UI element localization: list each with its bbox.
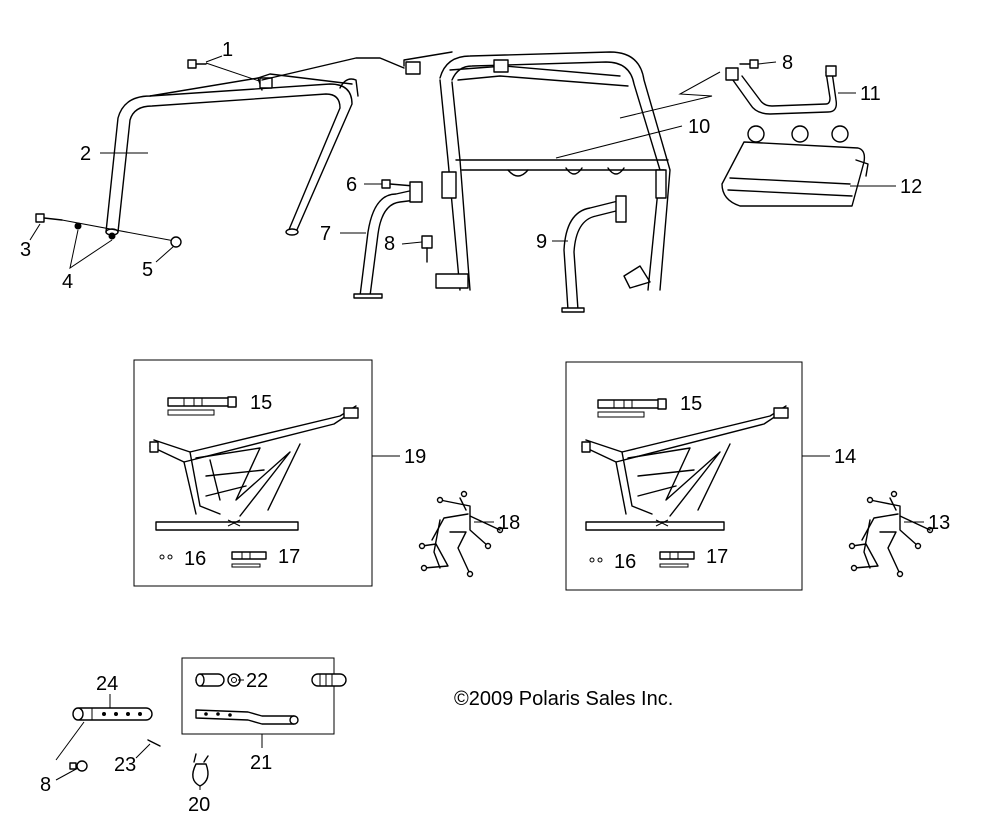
door-kit-box-19 <box>133 359 373 587</box>
door-assembly-18 <box>418 490 504 578</box>
clip-16-left <box>159 554 173 560</box>
callout-24: 24 <box>96 673 118 695</box>
side-bar-7 <box>353 181 423 299</box>
storage-box-12 <box>721 125 869 207</box>
callout-8-top: 8 <box>782 52 793 74</box>
callout-5: 5 <box>142 259 153 281</box>
callout-13: 13 <box>928 512 950 534</box>
leader-8-middle <box>401 241 423 245</box>
clip-16-right <box>589 557 603 563</box>
callout-9: 9 <box>536 231 547 253</box>
hinge-kit-box-21 <box>181 657 347 735</box>
callout-17-left: 17 <box>278 546 300 568</box>
bolt-3 <box>35 213 63 223</box>
nut-8-bottom <box>69 760 88 772</box>
washer-4a <box>74 222 82 230</box>
callout-23: 23 <box>114 754 136 776</box>
callout-8-bottom: 8 <box>40 774 51 796</box>
rear-roll-bar-2 <box>105 57 405 236</box>
callout-18: 18 <box>498 512 520 534</box>
leader-1 <box>205 62 269 85</box>
bracket-24 <box>72 707 153 721</box>
callout-19: 19 <box>404 446 426 468</box>
callout-11: 11 <box>860 83 881 105</box>
leader-10 <box>555 125 683 159</box>
door-frame-19 <box>149 405 359 531</box>
leader-8-bottom <box>55 767 79 781</box>
leader-8-top <box>757 61 777 65</box>
door-assembly-13 <box>848 490 934 578</box>
hinge-bar-21 <box>195 709 299 725</box>
washer-4b <box>108 232 116 240</box>
callout-17-right: 17 <box>706 546 728 568</box>
leader-3 <box>29 223 41 241</box>
bushing-22 <box>195 673 241 687</box>
callout-15-right: 15 <box>680 393 702 415</box>
door-frame-14 <box>581 405 789 531</box>
leader-5 <box>155 245 175 263</box>
callout-21: 21 <box>250 752 272 774</box>
pin-15-left <box>167 396 237 416</box>
leader-23 <box>135 743 151 759</box>
callout-10: 10 <box>688 116 710 138</box>
door-kit-box-14 <box>565 361 803 591</box>
pin-23 <box>147 739 161 747</box>
bushing-22-pair <box>311 673 347 687</box>
nut-5 <box>170 236 182 248</box>
pin-15-right <box>597 398 667 418</box>
leader-4 <box>69 229 113 270</box>
callout-15-left: 15 <box>250 392 272 414</box>
nut-8-middle <box>421 235 433 263</box>
callout-8-middle: 8 <box>384 233 395 255</box>
callout-3: 3 <box>20 239 31 261</box>
callout-6: 6 <box>346 174 357 196</box>
callout-14: 14 <box>834 446 856 468</box>
callout-20: 20 <box>188 794 210 816</box>
callout-4: 4 <box>62 271 73 293</box>
side-bar-9 <box>561 195 627 313</box>
bolt-8-top <box>739 59 759 69</box>
front-roll-cage-10 <box>403 51 671 291</box>
copyright-notice: ©2009 Polaris Sales Inc. <box>454 688 673 710</box>
callout-12: 12 <box>900 176 922 198</box>
pin-17-right <box>659 551 695 568</box>
bolt-1 <box>187 59 207 69</box>
callout-1: 1 <box>222 39 233 61</box>
callout-7: 7 <box>320 223 331 245</box>
callout-16-right: 16 <box>614 551 636 573</box>
bolt-6 <box>381 179 415 189</box>
brace-bar-11 <box>725 65 838 115</box>
callout-22: 22 <box>246 670 268 692</box>
pin-17-left <box>231 551 267 568</box>
callout-2: 2 <box>80 143 91 165</box>
clamp-20 <box>192 753 209 787</box>
callout-16-left: 16 <box>184 548 206 570</box>
